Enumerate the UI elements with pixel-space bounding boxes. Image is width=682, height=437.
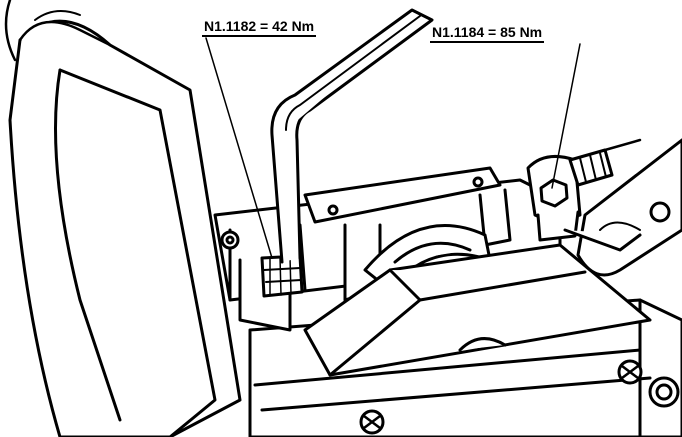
top-plate — [303, 166, 512, 302]
bolt-right — [526, 154, 582, 242]
torque-callout-left: N1.1182 = 42 Nm — [202, 18, 317, 37]
base-screw-left — [359, 409, 385, 435]
threaded-rod — [568, 138, 642, 187]
leader-line-left — [205, 37, 273, 259]
leader-lines — [205, 37, 581, 259]
front-wedge — [303, 243, 652, 377]
torque-callout-right: N1.1184 = 85 Nm — [430, 24, 545, 43]
lever-arm — [563, 138, 682, 277]
side-bolt — [220, 230, 240, 250]
bolt-left — [260, 254, 304, 298]
leader-line-right — [551, 43, 581, 189]
base-screw-right — [617, 359, 643, 385]
allen-wrench — [270, 8, 434, 264]
base-screw-side — [648, 376, 680, 408]
open-cover — [4, 0, 242, 437]
